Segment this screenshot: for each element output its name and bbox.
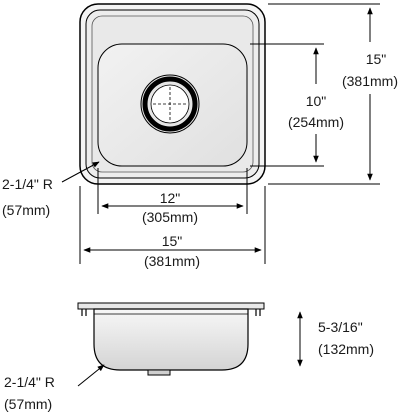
side-rim-flange (77, 302, 265, 310)
side-radius-inches: 2-1/4" R (4, 374, 55, 390)
side-height-mm: (132mm) (318, 341, 374, 357)
side-drain-bump (147, 369, 171, 376)
side-clip-right (255, 309, 261, 316)
overall-width-mm: (381mm) (144, 253, 200, 269)
side-radius-mm: (57mm) (4, 396, 52, 412)
overall-depth-inches: 15" (366, 51, 387, 67)
drain-ring (142, 76, 198, 132)
side-clip-left (81, 309, 87, 316)
top-view: 15" (381mm) 10" (254mm) 12" (305mm) 15" … (2, 3, 398, 269)
overall-width-label-bg (128, 236, 218, 247)
overall-width-inches: 15" (162, 233, 183, 249)
side-view: 5-3/16" (132mm) 2-1/4" R (57mm) (4, 302, 374, 412)
bowl-width-mm: (305mm) (142, 209, 198, 225)
side-height-inches: 5-3/16" (318, 319, 363, 335)
corner-radius-leader (61, 161, 100, 183)
overall-width-mm-bg (128, 253, 218, 269)
corner-radius-inches: 2-1/4" R (2, 176, 53, 192)
corner-radius-mm: (57mm) (2, 202, 50, 218)
side-bowl-body (93, 308, 249, 371)
bowl-depth-mm: (254mm) (288, 114, 344, 130)
side-radius-leader (77, 364, 105, 387)
overall-depth-mm: (381mm) (342, 73, 398, 89)
bowl-depth-inches: 10" (306, 93, 327, 109)
bowl-width-mm-bg (130, 208, 212, 224)
bowl-width-label-bg (118, 192, 224, 202)
bowl-width-inches: 12" (160, 190, 181, 206)
